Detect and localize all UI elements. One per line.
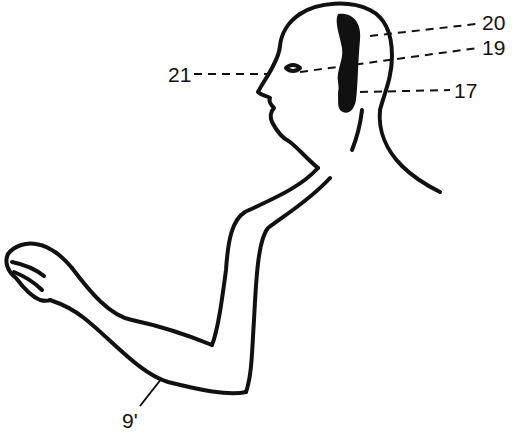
callout-number: 21	[168, 64, 191, 85]
callout-number: 9'	[122, 410, 138, 431]
forearm	[50, 300, 246, 393]
ear	[338, 82, 354, 108]
upper-arm	[212, 168, 318, 345]
callout-number: 17	[454, 80, 477, 101]
upper-arm	[246, 178, 330, 392]
forearm	[72, 268, 212, 345]
face-profile	[258, 14, 318, 168]
leader-line	[360, 90, 450, 92]
eye	[286, 65, 300, 71]
hand	[12, 262, 44, 290]
leader-line	[300, 48, 478, 72]
neck-line	[352, 110, 362, 150]
hand	[6, 243, 72, 300]
callout-number: 19	[482, 37, 505, 58]
callout-number: 20	[482, 12, 505, 33]
leader-line	[370, 24, 476, 36]
leader-line	[140, 378, 162, 406]
leader-line	[194, 73, 268, 75]
head-outline	[300, 4, 440, 192]
hair-shade	[337, 14, 361, 113]
